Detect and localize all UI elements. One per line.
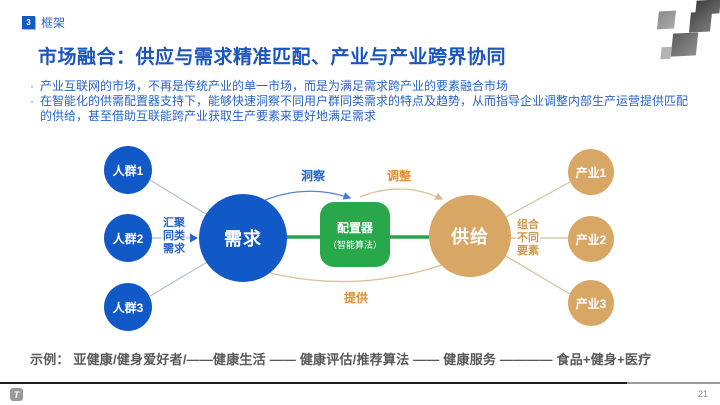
industry1-circle: 产业1 [568,149,614,195]
page-number: 21 [697,389,708,399]
demand-circle: 需求 [199,194,287,282]
bullet-item: · 产业互联网的市场，不再是传统产业的单一市场，而是为满足需求跨产业的要素融合市… [30,79,698,94]
brand-logo-icon: T [10,388,23,401]
slide-title: 市场融合：供应与需求精准匹配、产业与产业跨界协同 [38,47,507,68]
bullet-text: 产业互联网的市场，不再是传统产业的单一市场，而是为满足需求跨产业的要素融合市场 [40,79,509,93]
industry3-circle: 产业3 [568,280,614,326]
configurator-subtitle: （智能算法） [327,239,382,250]
supply-circle: 供给 [429,195,511,277]
line-group3-demand [149,260,210,297]
insight-label: 洞察 [301,169,326,183]
footer-divider-light [627,382,720,384]
configurator-box: 配置器 （智能算法） [320,202,390,267]
arc-adjust [359,188,444,200]
arc-provide [250,263,446,283]
provide-label: 提供 [344,291,369,305]
arrow-aggregate [190,233,198,243]
section-label: 框架 [41,16,66,30]
group1-circle: 人群1 [104,146,152,194]
aggregate-note: 汇聚 同类 需求 [162,217,186,256]
bullet-list: · 产业互联网的市场，不再是传统产业的单一市场，而是为满足需求跨产业的要素融合市… [30,79,698,124]
bullet-item: · 在智能化的供需配置器支持下，能够快速洞察不同用户群同类需求的特点及趋势，从而… [30,94,698,124]
line-supply-industry3 [503,254,571,295]
line-group1-demand [149,179,210,217]
group2-circle: 人群2 [104,214,152,262]
example-text: 示例： 亚健康/健身爱好者/——健康生活 —— 健康评估/推荐算法 —— 健康服… [30,352,652,367]
configurator-title: 配置器 [336,220,373,235]
combine-note: 组合 不同 要素 [516,219,540,258]
industry2-circle: 产业2 [568,216,614,262]
bullet-marker: · [30,79,34,93]
adjust-label: 调整 [387,169,412,183]
group3-circle: 人群3 [104,283,152,331]
line-supply-industry1 [503,181,571,219]
bullet-marker: · [30,94,34,108]
footer-divider [0,382,627,384]
section-number-badge: 3 [22,16,35,29]
bullet-text: 在智能化的供需配置器支持下，能够快速洞察不同用户群同类需求的特点及趋势，从而指导… [40,94,689,123]
